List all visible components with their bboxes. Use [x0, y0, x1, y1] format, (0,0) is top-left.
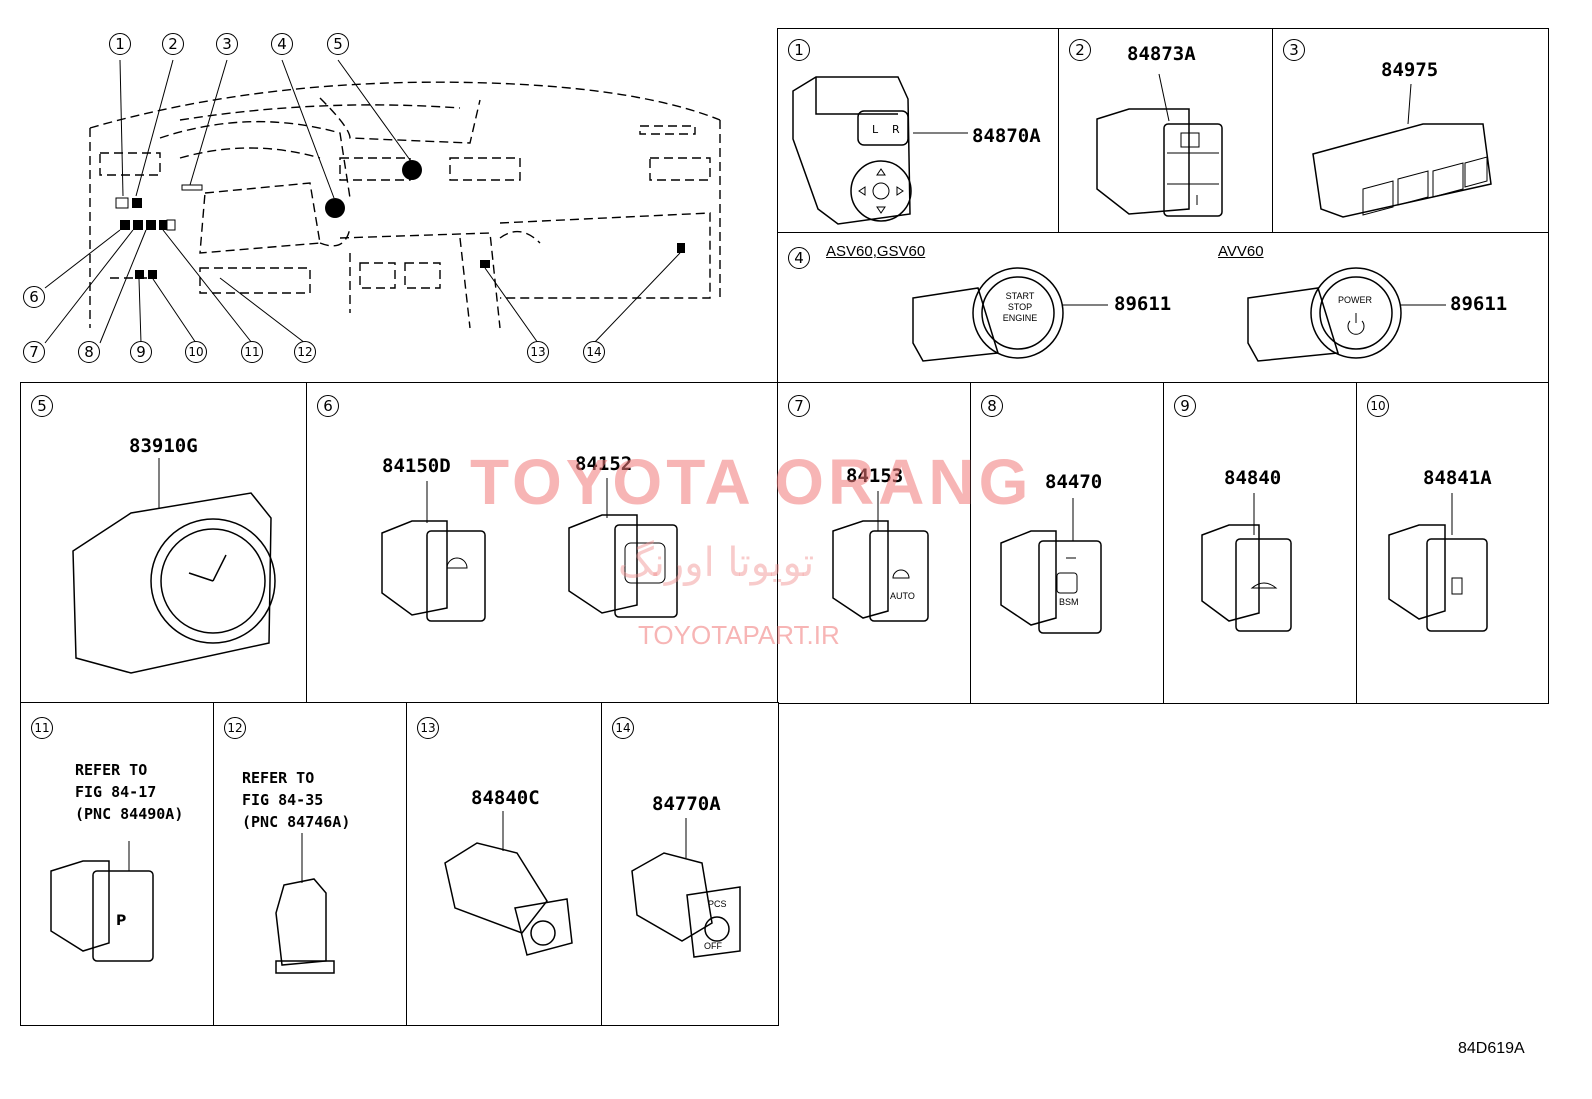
watermark-site: TOYOTAPART.IR [638, 620, 840, 650]
off-label: OFF [704, 941, 722, 951]
callout-6: 6 [23, 286, 45, 308]
bsm-label: BSM [1059, 597, 1079, 607]
callout-12: 12 [294, 341, 316, 363]
panel-3-number: 3 [1283, 39, 1305, 61]
panel-4-variant-right: AVV60 [1218, 243, 1264, 260]
watermark-persian: تویوتا اورنگ [618, 540, 815, 586]
switch-12-drawing [275, 833, 335, 974]
panel-8-number: 8 [981, 395, 1003, 417]
callout-4: 4 [271, 33, 293, 55]
overview-panel: 1 2 3 4 5 6 7 8 9 10 11 12 13 14 [20, 28, 777, 384]
panel-11: 11 REFER TO FIG 84-17 (PNC 84490A) P [20, 702, 215, 1026]
panel-6: 6 84150D 84152 [306, 382, 779, 704]
switch-11-drawing: P [50, 841, 154, 962]
panel-4-part-right: 89611 [1450, 293, 1508, 315]
callout-1: 1 [109, 33, 131, 55]
callout-14: 14 [583, 341, 605, 363]
callout-10: 10 [185, 341, 207, 363]
panel-12-number: 12 [224, 717, 246, 739]
auto-label: AUTO [890, 591, 915, 601]
panel-5-part-number: 83910G [129, 435, 198, 457]
callout-11: 11 [241, 341, 263, 363]
pcs-label: PCS [708, 899, 727, 909]
panel-2-part-number: 84873A [1127, 43, 1196, 65]
panel-7-part-number: 84153 [846, 465, 904, 487]
panel-6-part-b: 84152 [575, 453, 633, 475]
panel-3-part-number: 84975 [1381, 59, 1439, 81]
switches-6-drawing [381, 478, 678, 622]
panel-11-number: 11 [31, 717, 53, 739]
panel-14-number: 14 [612, 717, 634, 739]
panel-9-part-number: 84840 [1224, 467, 1282, 489]
panel-10-number: 10 [1367, 395, 1389, 417]
switch-14-drawing [631, 818, 741, 958]
panel-9: 9 84840 [1163, 382, 1358, 704]
panel-10-part-number: 84841A [1423, 467, 1492, 489]
panel-6-number: 6 [317, 395, 339, 417]
panel-5: 5 83910G [20, 382, 308, 704]
panel-1-part-number: 84870A [972, 125, 1041, 147]
svg-text:R: R [892, 123, 900, 136]
panel-7-number: 7 [788, 395, 810, 417]
power-label: POWER [1338, 295, 1373, 305]
start-stop-label: START STOP ENGINE [1000, 291, 1040, 324]
panel-1-number: 1 [788, 39, 810, 61]
panel-4-part-left: 89611 [1114, 293, 1172, 315]
switch-9-drawing [1201, 493, 1292, 632]
callout-5: 5 [327, 33, 349, 55]
panel-8: 8 84470 BSM [970, 382, 1165, 704]
engine-text: ENGINE [1002, 313, 1038, 323]
panel-12-note: REFER TO FIG 84-35 (PNC 84746A) [242, 769, 351, 831]
svg-text:L: L [872, 123, 879, 136]
switch-8-drawing [1000, 498, 1102, 634]
figure-code: 84D619A [1458, 1040, 1525, 1057]
start-text: START [1005, 291, 1035, 301]
panel-3: 3 84975 [1272, 28, 1549, 234]
panel-13: 13 84840C [406, 702, 603, 1026]
callout-7: 7 [23, 341, 45, 363]
panel-4-variant-left: ASV60,GSV60 [826, 243, 926, 260]
switch-13-drawing [444, 811, 573, 956]
panel-4-number: 4 [788, 247, 810, 269]
switch-7-drawing [832, 491, 929, 622]
callout-9: 9 [130, 341, 152, 363]
dashboard-outline [44, 59, 721, 344]
push-start-buttons [912, 267, 1446, 362]
mirror-switch-drawing: L R [792, 76, 968, 225]
panel-11-note: REFER TO FIG 84-17 (PNC 84490A) [75, 761, 184, 823]
panel-2-number: 2 [1069, 39, 1091, 61]
panel-14: 14 84770A PCS OFF [601, 702, 779, 1026]
panel-7: 7 84153 AUTO [777, 382, 972, 704]
callout-13: 13 [527, 341, 549, 363]
svg-text:P: P [116, 913, 126, 929]
panel-5-number: 5 [31, 395, 53, 417]
callout-8: 8 [78, 341, 100, 363]
stop-text: STOP [1007, 302, 1033, 312]
clock-drawing [72, 458, 276, 674]
switch-3-drawing [1312, 83, 1492, 218]
panel-14-part-number: 84770A [652, 793, 721, 815]
panel-10: 10 84841A [1356, 382, 1549, 704]
switch-2-drawing [1096, 73, 1223, 217]
panel-9-number: 9 [1174, 395, 1196, 417]
panel-13-part-number: 84840C [471, 787, 540, 809]
panel-4: 4 ASV60,GSV60 AVV60 89611 89611 START ST… [777, 232, 1549, 384]
panel-8-part-number: 84470 [1045, 471, 1103, 493]
panel-12: 12 REFER TO FIG 84-35 (PNC 84746A) [213, 702, 408, 1026]
panel-6-part-a: 84150D [382, 455, 451, 477]
watermark-title: TOYOTA ORANG [470, 446, 1033, 518]
switch-10-drawing [1388, 493, 1488, 632]
callout-2: 2 [162, 33, 184, 55]
panel-13-number: 13 [417, 717, 439, 739]
panel-2: 2 84873A [1058, 28, 1274, 234]
callout-3: 3 [216, 33, 238, 55]
panel-1: 1 84870A L R [777, 28, 1060, 234]
